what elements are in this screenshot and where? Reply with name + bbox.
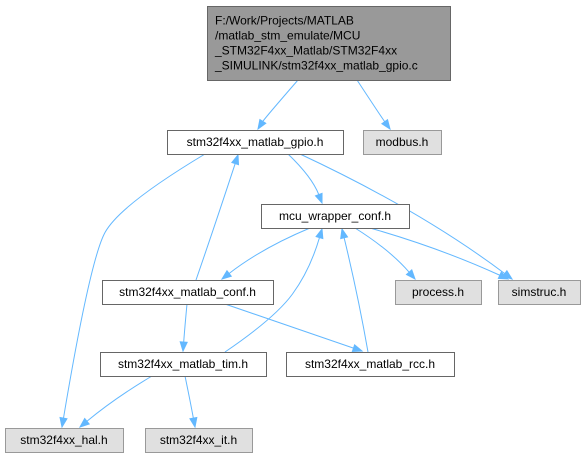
edge-line bbox=[343, 237, 369, 353]
node-label: _SIMULINK/stm32f4xx_matlab_gpio.c bbox=[214, 59, 418, 73]
edge-arrowhead bbox=[220, 269, 233, 280]
edge-tim_h-to-hal_h bbox=[78, 375, 153, 428]
node-simstruc-h: simstruc.h bbox=[498, 280, 581, 305]
node-gpio-h[interactable]: stm32f4xx_matlab_gpio.h bbox=[167, 130, 344, 155]
edge-arrowhead bbox=[314, 192, 323, 205]
edge-arrowhead bbox=[315, 227, 324, 240]
node-label: stm32f4xx_matlab_conf.h bbox=[119, 285, 256, 299]
node-hal-h: stm32f4xx_hal.h bbox=[5, 428, 124, 453]
edge-line bbox=[299, 153, 506, 275]
edge-arrowhead bbox=[59, 416, 68, 429]
edge-root-to-gpio_h bbox=[257, 79, 299, 131]
edge-conf_h-to-gpio_h bbox=[195, 153, 240, 281]
node-label: mcu_wrapper_conf.h bbox=[279, 209, 391, 223]
node-label: _STM32F4xx_Matlab/STM32F4xx bbox=[214, 44, 397, 58]
edge-rcc_h-to-mcu_wrapper bbox=[340, 227, 369, 353]
edge-line bbox=[183, 303, 188, 343]
node-box bbox=[5, 428, 124, 453]
edge-arrowhead bbox=[351, 343, 364, 352]
edge-arrowhead bbox=[405, 269, 416, 281]
edge-arrowhead bbox=[497, 271, 510, 280]
node-it-h: stm32f4xx_it.h bbox=[145, 428, 253, 453]
node-box bbox=[167, 130, 344, 155]
node-label: stm32f4xx_matlab_gpio.h bbox=[187, 135, 324, 149]
edge-mcu_wrapper-to-conf_h bbox=[220, 227, 311, 280]
node-box bbox=[395, 280, 482, 305]
node-conf-h[interactable]: stm32f4xx_matlab_conf.h bbox=[102, 280, 274, 305]
node-box bbox=[363, 130, 442, 155]
edge-line bbox=[228, 227, 311, 274]
edge-arrowhead bbox=[189, 416, 198, 429]
node-box bbox=[100, 352, 267, 377]
node-label: modbus.h bbox=[376, 135, 429, 149]
edge-line bbox=[224, 237, 320, 353]
node-process-h: process.h bbox=[395, 280, 482, 305]
node-box bbox=[261, 204, 410, 229]
node-label: stm32f4xx_matlab_tim.h bbox=[118, 357, 248, 371]
edge-arrowhead bbox=[231, 153, 240, 166]
edge-root-to-modbus_h bbox=[356, 79, 391, 131]
node-label: simstruc.h bbox=[512, 285, 567, 299]
node-box bbox=[102, 280, 274, 305]
node-label: process.h bbox=[412, 285, 464, 299]
edge-conf_h-to-tim_h bbox=[179, 303, 188, 353]
edge-arrowhead bbox=[380, 118, 391, 131]
edge-line bbox=[262, 79, 299, 122]
edges-layer bbox=[59, 79, 514, 429]
edge-line bbox=[184, 375, 194, 419]
node-box bbox=[207, 6, 451, 81]
nodes-layer: F:/Work/Projects/MATLAB/matlab_stm_emula… bbox=[5, 6, 581, 453]
node-rcc-h[interactable]: stm32f4xx_matlab_rcc.h bbox=[286, 352, 455, 377]
node-label: stm32f4xx_hal.h bbox=[20, 433, 107, 447]
node-root: F:/Work/Projects/MATLAB/matlab_stm_emula… bbox=[207, 6, 451, 81]
edge-line bbox=[62, 153, 206, 419]
edge-line bbox=[354, 227, 410, 273]
edge-line bbox=[195, 163, 236, 281]
edge-line bbox=[369, 227, 501, 276]
edge-mcu_wrapper-to-process_h bbox=[354, 227, 416, 281]
edge-line bbox=[224, 303, 354, 349]
node-modbus-h: modbus.h bbox=[363, 130, 442, 155]
node-label: stm32f4xx_matlab_rcc.h bbox=[305, 357, 435, 371]
node-label: stm32f4xx_it.h bbox=[160, 433, 237, 447]
node-label: /matlab_stm_emulate/MCU bbox=[215, 29, 360, 43]
edge-arrowhead bbox=[340, 227, 349, 240]
edge-conf_h-to-rcc_h bbox=[224, 303, 364, 352]
edge-line bbox=[356, 79, 386, 123]
edge-line bbox=[86, 375, 153, 422]
edge-mcu_wrapper-to-simstruc_h bbox=[369, 227, 510, 280]
edge-arrowhead bbox=[78, 417, 91, 428]
edge-arrowhead bbox=[257, 118, 267, 131]
edge-tim_h-to-it_h bbox=[184, 375, 198, 429]
edge-line bbox=[287, 153, 320, 195]
edge-gpio_h-to-hal_h bbox=[59, 153, 206, 429]
edge-gpio_h-to-mcu_wrapper bbox=[287, 153, 323, 205]
node-tim-h[interactable]: stm32f4xx_matlab_tim.h bbox=[100, 352, 267, 377]
node-mcu-wrapper[interactable]: mcu_wrapper_conf.h bbox=[261, 204, 410, 229]
edge-arrowhead bbox=[179, 341, 188, 353]
node-box bbox=[498, 280, 581, 305]
edge-tim_h-to-mcu_wrapper bbox=[224, 227, 324, 353]
node-box bbox=[286, 352, 455, 377]
node-box bbox=[145, 428, 253, 453]
node-label: F:/Work/Projects/MATLAB bbox=[215, 14, 354, 28]
